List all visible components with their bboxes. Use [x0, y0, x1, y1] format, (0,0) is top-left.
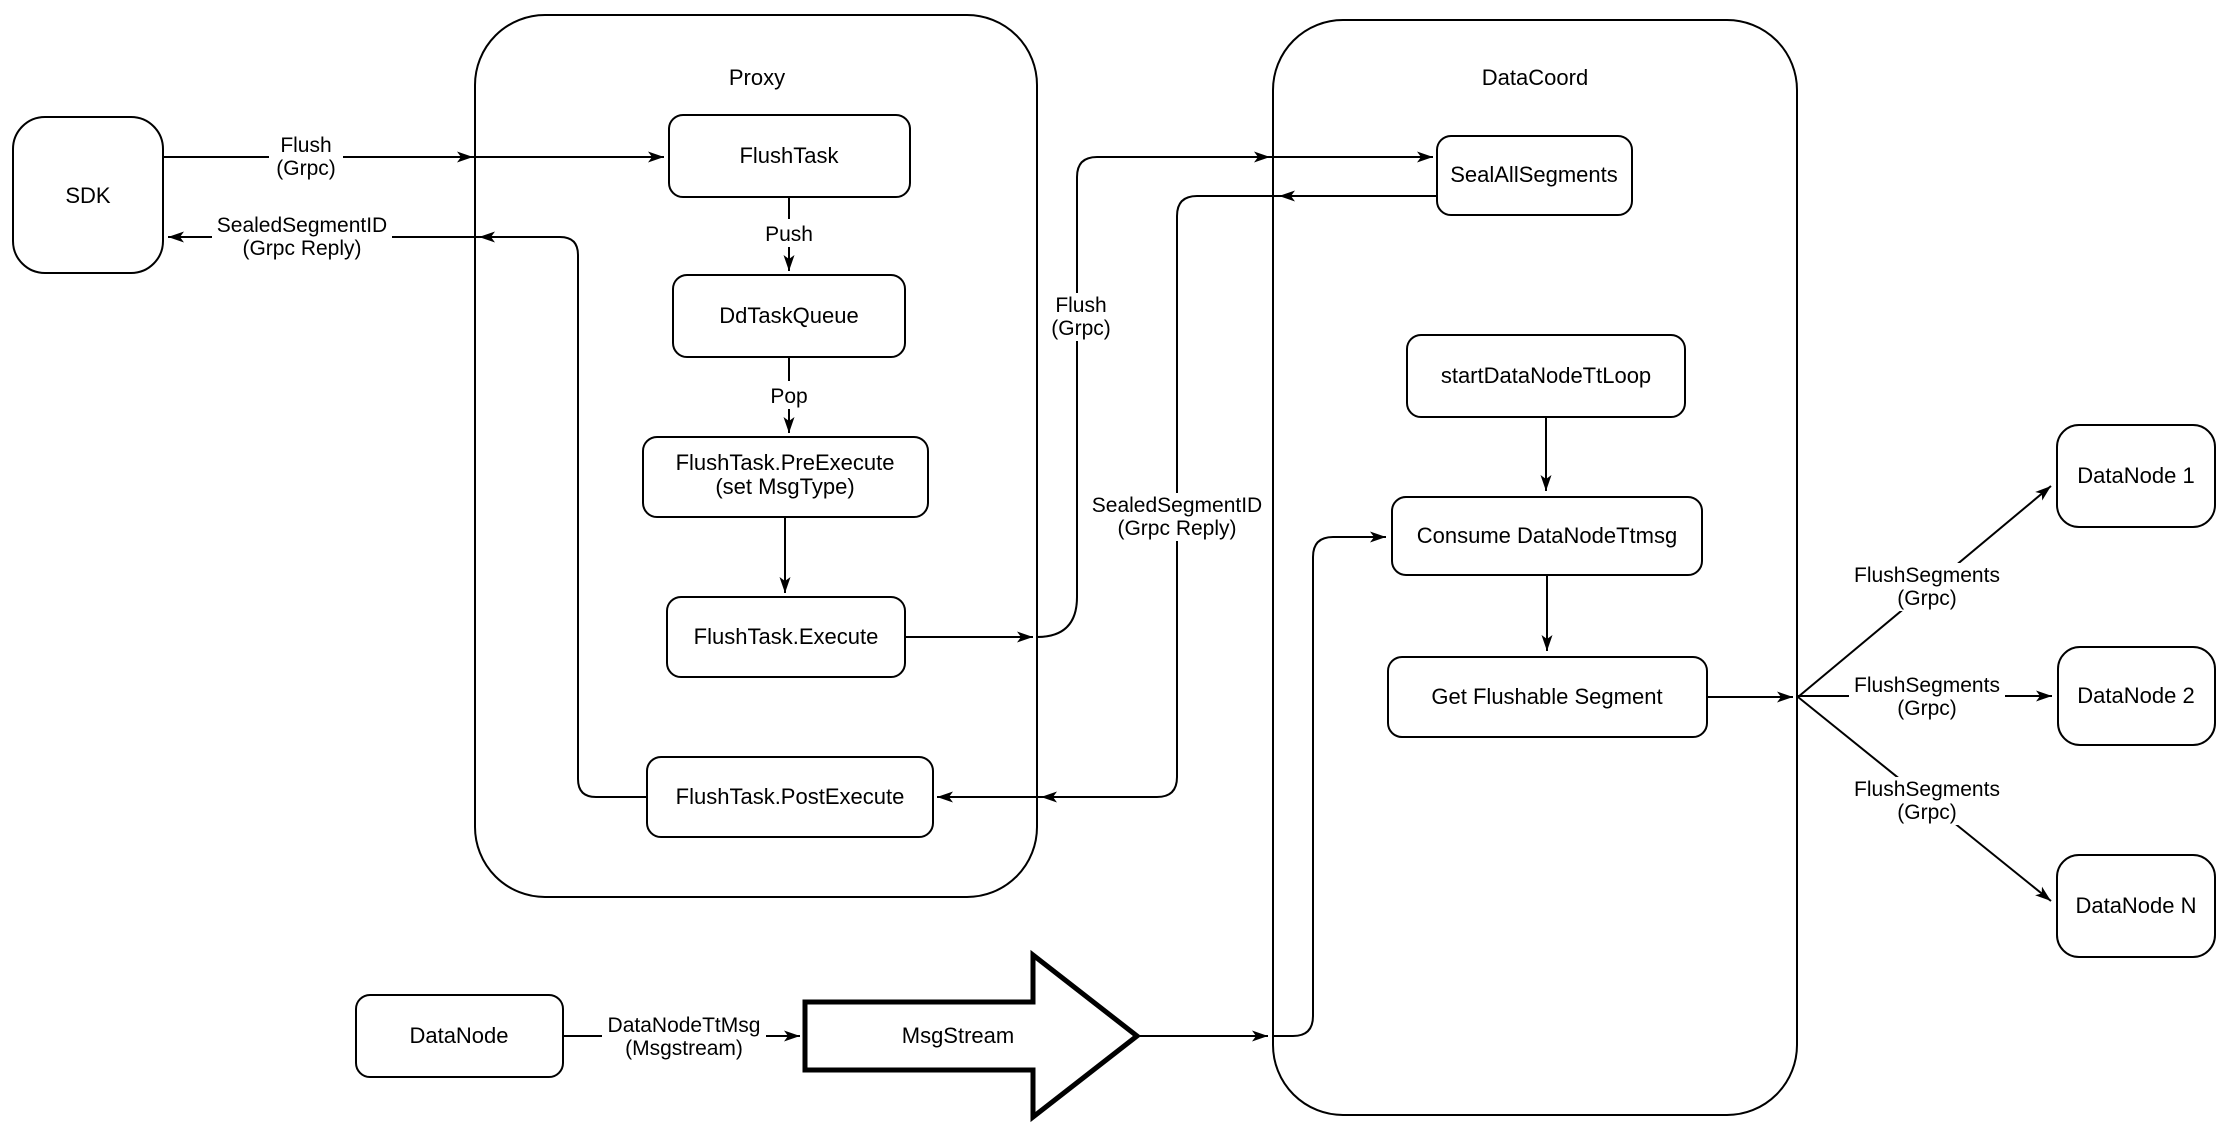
node-startdatanodettloop-label: startDataNodeTtLoop	[1441, 363, 1651, 388]
node-sealallsegments-label: SealAllSegments	[1450, 162, 1618, 187]
edge-label-flush-sdk-line2: (Grpc)	[276, 157, 336, 180]
node-flushtask-execute-label: FlushTask.Execute	[694, 624, 879, 649]
proxy-container-title: Proxy	[729, 65, 785, 90]
edge-label-flush-sdk: Flush (Grpc)	[269, 133, 343, 181]
edge-label-datanodettmsg-line2: (Msgstream)	[625, 1037, 743, 1060]
edge-msgstream-to-consume	[1273, 531, 1386, 1037]
node-consume-datanodettmsg: Consume DataNodeTtmsg	[1391, 496, 1703, 576]
edge-label-flush-sdk-line1: Flush	[280, 134, 331, 157]
node-sdk: SDK	[12, 116, 164, 274]
edge-label-push: Push	[759, 219, 819, 247]
node-flushtask-preexecute: FlushTask.PreExecute (set MsgType)	[642, 436, 929, 518]
node-ddtaskqueue-label: DdTaskQueue	[719, 303, 858, 328]
node-ddtaskqueue: DdTaskQueue	[672, 274, 906, 358]
edge-label-flushsegments-1-line2: (Grpc)	[1897, 587, 1957, 610]
edge-label-flushsegments-2-line1: FlushSegments	[1854, 674, 2000, 697]
edge-label-flushsegments-n-line1: FlushSegments	[1854, 778, 2000, 801]
edge-label-flush-mid-line1: Flush	[1055, 294, 1106, 317]
edge-label-sealedsegmentid-sdk: SealedSegmentID (Grpc Reply)	[212, 213, 392, 261]
edge-label-flushsegments-2: FlushSegments (Grpc)	[1849, 673, 2005, 721]
edge-label-datanodettmsg: DataNodeTtMsg (Msgstream)	[602, 1013, 766, 1061]
node-flushtask-execute: FlushTask.Execute	[666, 596, 906, 678]
datacoord-container: DataCoord	[1272, 19, 1798, 1116]
proxy-container: Proxy	[474, 14, 1038, 898]
node-datanode-1: DataNode 1	[2056, 424, 2216, 528]
node-get-flushable-segment: Get Flushable Segment	[1387, 656, 1708, 738]
edge-label-flushsegments-2-line2: (Grpc)	[1897, 697, 1957, 720]
datacoord-container-title: DataCoord	[1482, 65, 1588, 90]
node-datanode-source-label: DataNode	[409, 1023, 508, 1048]
edge-postexecute-to-sdk	[168, 231, 647, 798]
node-sealallsegments: SealAllSegments	[1436, 135, 1633, 216]
node-flushtask-preexecute-label-line1: FlushTask.PreExecute	[676, 450, 895, 475]
node-msgstream: MsgStream	[802, 949, 1142, 1123]
node-datanode-n: DataNode N	[2056, 854, 2216, 958]
node-flushtask-postexecute: FlushTask.PostExecute	[646, 756, 934, 838]
node-sdk-label: SDK	[65, 183, 111, 208]
edge-label-push-text: Push	[765, 223, 813, 246]
edge-label-flushsegments-n-line2: (Grpc)	[1897, 801, 1957, 824]
edge-label-datanodettmsg-line1: DataNodeTtMsg	[608, 1014, 761, 1037]
node-datanode-source: DataNode	[355, 994, 564, 1078]
edge-label-pop: Pop	[763, 381, 815, 409]
edge-label-sealedsegmentid-sdk-line1: SealedSegmentID	[217, 214, 387, 237]
node-flushtask-preexecute-label-line2: (set MsgType)	[715, 474, 854, 499]
edge-label-pop-text: Pop	[770, 385, 807, 408]
edge-label-sealedsegmentid-mid-line1: SealedSegmentID	[1092, 494, 1262, 517]
node-flushtask: FlushTask	[668, 114, 911, 198]
edge-label-sealedsegmentid-mid-line2: (Grpc Reply)	[1117, 517, 1236, 540]
msgstream-arrow-shape	[802, 949, 1142, 1123]
node-consume-datanodettmsg-label: Consume DataNodeTtmsg	[1417, 523, 1677, 548]
node-datanode-2: DataNode 2	[2057, 646, 2216, 746]
node-flushtask-postexecute-label: FlushTask.PostExecute	[676, 784, 905, 809]
node-datanode-1-label: DataNode 1	[2077, 463, 2194, 488]
edge-flush-to-sealallsegments	[1036, 151, 1433, 638]
edge-label-sealedsegmentid-sdk-line2: (Grpc Reply)	[242, 237, 361, 260]
node-datanode-n-label: DataNode N	[2075, 893, 2196, 918]
edges	[163, 151, 2052, 1042]
edge-label-flush-mid: Flush (Grpc)	[1044, 293, 1118, 341]
edge-label-flushsegments-1-line1: FlushSegments	[1854, 564, 2000, 587]
node-msgstream-label: MsgStream	[902, 1023, 1014, 1048]
edge-label-sealedsegmentid-mid: SealedSegmentID (Grpc Reply)	[1087, 493, 1267, 541]
edge-label-flushsegments-n: FlushSegments (Grpc)	[1849, 777, 2005, 825]
edge-label-flushsegments-1: FlushSegments (Grpc)	[1849, 563, 2005, 611]
node-get-flushable-segment-label: Get Flushable Segment	[1431, 684, 1662, 709]
node-flushtask-label: FlushTask	[739, 143, 839, 168]
node-startdatanodettloop: startDataNodeTtLoop	[1406, 334, 1686, 418]
edge-label-flush-mid-line2: (Grpc)	[1051, 317, 1111, 340]
node-datanode-2-label: DataNode 2	[2077, 683, 2194, 708]
